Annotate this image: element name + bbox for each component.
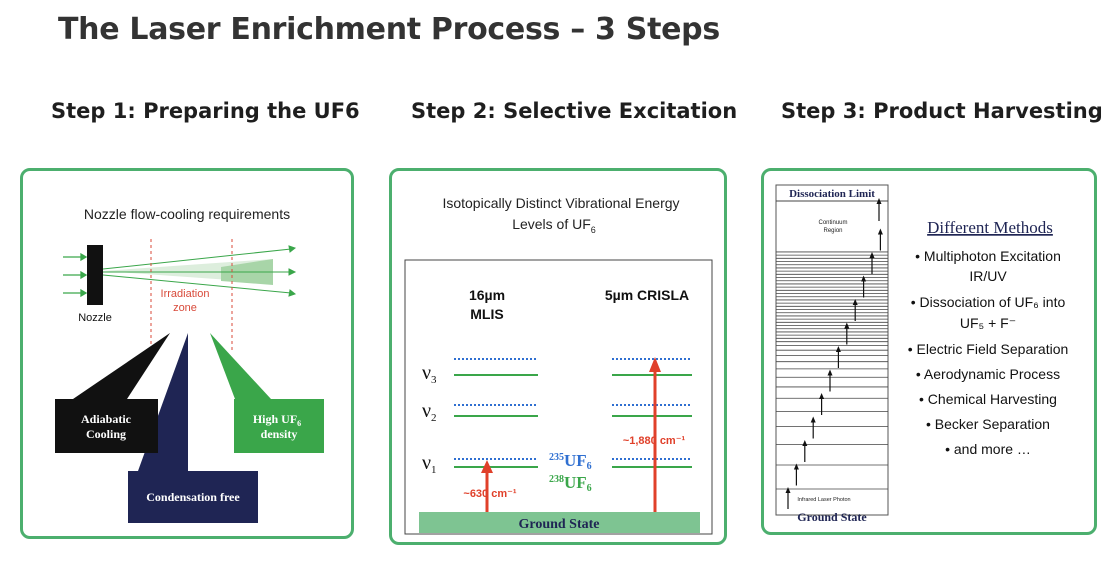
panel-vibrational-levels: Isotopically Distinct Vibrational Energy…	[389, 168, 727, 545]
mlis-arrow-label: ~630 cm⁻¹	[463, 488, 517, 500]
condensation-free-box	[128, 471, 258, 523]
nozzle-shape	[87, 245, 103, 305]
mlis-arrow	[481, 460, 493, 513]
method-item: • and more …	[945, 441, 1031, 457]
method-item: • Dissociation of UF₆ into	[911, 294, 1066, 310]
dissociation-diagram: Dissociation Limit Continuum Region Infr…	[775, 184, 1069, 524]
step-3-title: Step 3: Product Harvesting	[781, 99, 1103, 123]
photon-arrow-head	[810, 416, 816, 423]
photon-arrow-head	[876, 198, 882, 204]
irradiation-label-2: zone	[173, 302, 197, 314]
high-density-label-1: High UF6	[253, 412, 301, 428]
nozzle-diagram: Nozzle flow-cooling requirements Nozzle …	[55, 206, 324, 523]
continuum-label-1: Continuum	[818, 220, 847, 226]
photon-arrow-head	[861, 275, 867, 282]
nozzle-heading: Nozzle flow-cooling requirements	[84, 206, 290, 222]
nu3-label: ν3	[422, 362, 437, 386]
photon-arrow-head	[827, 369, 833, 376]
energy-level-diagram: Isotopically Distinct Vibrational Energy…	[404, 195, 713, 535]
page-title: The Laser Enrichment Process – 3 Steps	[58, 12, 720, 47]
infrared-photon-label: Infrared Laser Photon	[797, 497, 850, 503]
continuum-label-2: Region	[823, 228, 842, 234]
nozzle-label: Nozzle	[78, 312, 112, 324]
mlis-label-1: 16µm	[469, 287, 505, 303]
u238-label: 238UF6	[549, 473, 592, 494]
energy-ladder	[776, 198, 888, 509]
ground-state-bar	[419, 512, 700, 533]
method-item: • Electric Field Separation	[908, 341, 1069, 357]
condensation-free-label: Condensation free	[146, 490, 240, 504]
photon-arrow-head	[785, 487, 791, 493]
step-1-title: Step 1: Preparing the UF6	[51, 99, 360, 123]
method-item: • Multiphoton Excitation	[915, 248, 1061, 264]
mlis-label-2: MLIS	[470, 306, 503, 322]
photon-arrow-head	[869, 252, 875, 258]
high-density-box	[234, 399, 324, 453]
dissociation-limit-label: Dissociation Limit	[789, 188, 875, 200]
high-density-label-2: density	[261, 427, 298, 441]
method-item: • Becker Separation	[926, 416, 1050, 432]
left-levels	[454, 358, 538, 468]
crisla-arrow-label: ~1,880 cm⁻¹	[623, 435, 686, 447]
panel-nozzle-cooling: Nozzle flow-cooling requirements Nozzle …	[20, 168, 354, 539]
nu2-label: ν2	[422, 400, 437, 424]
method-item: • Aerodynamic Process	[916, 366, 1060, 382]
method-item: IR/UV	[969, 268, 1007, 284]
levels-heading-1: Isotopically Distinct Vibrational Energy	[442, 195, 679, 211]
adiabatic-label-2: Cooling	[86, 427, 126, 441]
irradiation-label-1: Irradiation	[161, 288, 210, 300]
photon-arrow-head	[802, 440, 808, 446]
levels-frame	[404, 259, 713, 535]
levels-heading-2: Levels of UF6	[512, 216, 596, 235]
panel-harvesting: Dissociation Limit Continuum Region Infr…	[761, 168, 1097, 535]
methods-list: • Multiphoton Excitation IR/UV • Dissoci…	[908, 248, 1069, 457]
step-2-title: Step 2: Selective Excitation	[411, 99, 738, 123]
methods-heading: Different Methods	[927, 218, 1053, 237]
u235-label: 235UF6	[549, 451, 592, 472]
photon-arrow-head	[852, 299, 858, 305]
density-callout-pointer	[210, 333, 271, 399]
method-item: UF₅ + F⁻	[960, 315, 1016, 331]
ground-state-label: Ground State	[518, 517, 599, 532]
adiabatic-cooling-box	[55, 399, 158, 453]
nu1-label: ν1	[422, 452, 437, 476]
photon-arrow-head	[844, 322, 850, 329]
adiabatic-label-1: Adiabatic	[81, 412, 132, 426]
photon-arrow-head	[819, 393, 825, 399]
ladder-ground-state-label: Ground State	[797, 510, 867, 524]
right-levels	[612, 358, 692, 468]
outlet-arrows	[102, 245, 297, 297]
method-item: • Chemical Harvesting	[919, 391, 1057, 407]
photon-arrow-head	[877, 228, 883, 235]
inlet-arrows	[63, 252, 88, 298]
crisla-arrow	[649, 357, 661, 513]
photon-arrow-head	[835, 346, 841, 352]
photon-arrow-head	[793, 463, 799, 470]
crisla-label: 5µm CRISLA	[605, 287, 689, 303]
adiabatic-callout-pointer	[73, 333, 170, 399]
